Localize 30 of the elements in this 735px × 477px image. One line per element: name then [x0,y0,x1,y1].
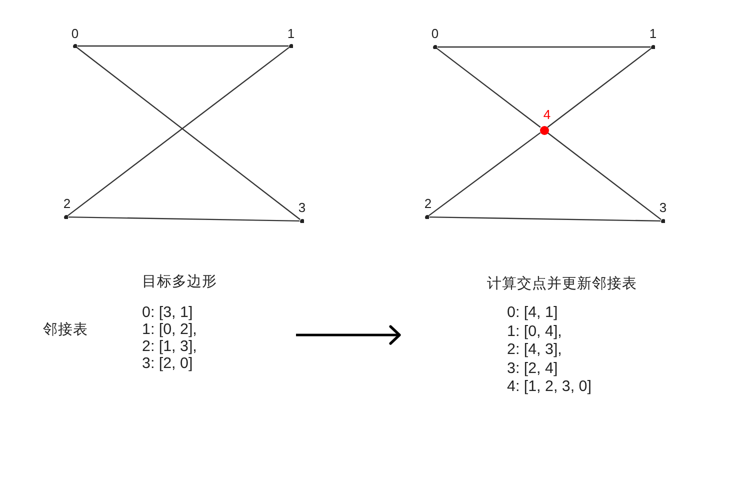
adjacency-entry: 3: [2, 4] [507,360,558,376]
graph-edge [429,216,661,222]
graph-edge [436,48,541,128]
adjacency-entry: 3: [2, 0] [142,355,193,372]
list-heading: 目标多边形 [142,274,217,291]
vertex-number: 3 [298,201,306,215]
graph-edge [428,132,541,216]
graph-edge [68,216,300,222]
vertex-number: 4 [543,108,551,122]
graph-edge [437,46,651,48]
adjacency-entry: 0: [3, 1] [142,304,193,321]
adjacency-entry: 0: [4, 1] [507,304,558,321]
vertex-number: 0 [71,27,79,41]
graph-edge [547,48,652,128]
adjacency-entry: 4: [1, 2, 3, 0] [507,378,592,395]
adjacency-entry: 1: [0, 2], [142,321,197,338]
adjacency-entry: 2: [1, 3], [142,338,197,355]
vertex-number: 0 [431,27,439,41]
vertex-number: 1 [287,27,295,41]
list-heading: 计算交点并更新邻接表 [487,276,637,293]
vertex-number: 1 [649,27,657,41]
intersection-dot [540,126,548,134]
vertex-number: 2 [63,197,71,211]
adjacency-entry: 2: [4, 3], [507,341,562,358]
vertex-number: 2 [424,197,432,211]
vertex-number: 3 [659,201,667,215]
graph-edge [77,45,289,47]
adjacency-entry: 1: [0, 4], [507,322,562,340]
row-label: 邻接表 [43,322,88,339]
graph-edge [547,132,662,220]
